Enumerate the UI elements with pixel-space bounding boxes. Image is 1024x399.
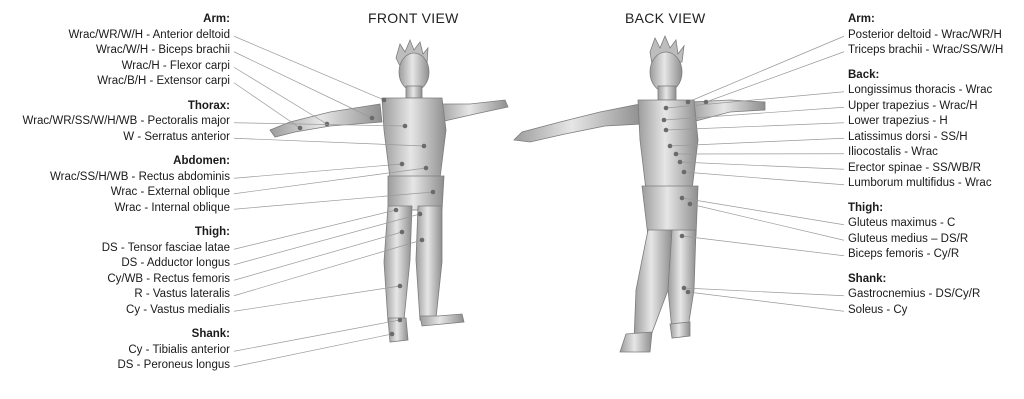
back_groups-muscle-label: Lumborum multifidus - Wrac — [848, 176, 1003, 192]
muscle-marker-dot — [424, 166, 429, 171]
front_groups-muscle-label: DS - Peroneus longus — [23, 358, 230, 374]
leader-line — [234, 334, 392, 367]
leader-line — [680, 162, 844, 169]
back-body-model — [514, 36, 765, 352]
leader-line — [234, 67, 327, 124]
back_groups-muscle-label: Soleus - Cy — [848, 303, 1003, 319]
back_groups-muscle-label: Iliocostalis - Wrac — [848, 145, 1003, 161]
back_groups-muscle-label: Upper trapezius - Wrac/H — [848, 99, 1003, 115]
muscle-marker-dot — [398, 318, 403, 323]
front_groups-muscle-label: Wrac/W/H - Biceps brachii — [23, 43, 230, 59]
muscle-marker-dot — [664, 106, 669, 111]
back_groups-muscle-label: Posterior deltoid - Wrac/WR/H — [848, 28, 1003, 44]
muscle-marker-dot — [390, 332, 395, 337]
back_groups-group-title-thigh: Thigh: — [848, 201, 1003, 217]
muscle-marker-dot — [431, 190, 436, 195]
front-view-title: FRONT VIEW — [368, 10, 459, 26]
leader-line — [688, 36, 844, 102]
front_groups-muscle-label: Cy - Vastus medialis — [23, 303, 230, 319]
leader-line — [234, 286, 400, 311]
back_groups-muscle-label: Gluteus medius – DS/R — [848, 232, 1003, 248]
muscle-marker-dot — [704, 100, 709, 105]
leader-line — [234, 83, 300, 128]
leader-line — [234, 320, 400, 351]
muscle-marker-dot — [400, 230, 405, 235]
muscle-marker-dot — [420, 238, 425, 243]
back_groups-muscle-label: Gastrocnemius - DS/Cy/R — [848, 287, 1003, 303]
leader-line — [690, 204, 844, 240]
back_groups-muscle-label: Lower trapezius - H — [848, 114, 1003, 130]
front_groups-group-title-thorax: Thorax: — [23, 99, 230, 115]
front_groups-muscle-label: Wrac/B/H - Extensor carpi — [23, 74, 230, 90]
back_groups-group-title-arm: Arm: — [848, 12, 1003, 28]
front_groups-muscle-label: Wrac/H - Flexor carpi — [23, 59, 230, 75]
front_groups-group-title-arm: Arm: — [23, 12, 230, 28]
muscle-marker-dot — [394, 208, 399, 213]
front_groups-muscle-label: Wrac - External oblique — [23, 185, 230, 201]
front_groups-group-title-thigh: Thigh: — [23, 225, 230, 241]
leader-line — [684, 172, 844, 185]
back_groups-muscle-label: Longissimus thoracis - Wrac — [848, 83, 1003, 99]
back_groups-muscle-label: Erector spinae - SS/WB/R — [848, 161, 1003, 177]
front_groups-muscle-label: Cy - Tibialis anterior — [23, 343, 230, 359]
muscle-marker-dot — [682, 286, 687, 291]
front_groups-muscle-label: Wrac/SS/H/WB - Rectus abdominis — [23, 170, 230, 186]
front_groups-muscle-label: Wrac - Internal oblique — [23, 201, 230, 217]
back_groups-muscle-label: Triceps brachii - Wrac/SS/W/H — [848, 43, 1003, 59]
muscle-marker-dot — [398, 284, 403, 289]
front_groups-group-title-abdomen: Abdomen: — [23, 154, 230, 170]
front_groups-muscle-label: Wrac/WR/W/H - Anterior deltoid — [23, 28, 230, 44]
muscle-marker-dot — [298, 126, 303, 131]
front_groups-muscle-label: Wrac/WR/SS/W/H/WB - Pectoralis major — [23, 114, 230, 130]
front_groups-muscle-label: Cy/WB - Rectus femoris — [23, 272, 230, 288]
muscle-marker-dot — [325, 122, 330, 127]
muscle-marker-dot — [400, 162, 405, 167]
leader-line — [234, 210, 396, 249]
muscle-marker-dot — [382, 98, 387, 103]
muscle-marker-dot — [418, 212, 423, 217]
front-body-model — [270, 40, 508, 342]
leader-line — [682, 198, 844, 225]
leader-line — [682, 236, 844, 256]
muscle-marker-dot — [674, 152, 679, 157]
back_groups-muscle-label: Latissimus dorsi - SS/H — [848, 130, 1003, 146]
muscle-marker-dot — [686, 100, 691, 105]
front_groups-muscle-label: W - Serratus anterior — [23, 130, 230, 146]
muscle-marker-dot — [686, 290, 691, 295]
leader-line — [234, 164, 402, 178]
back_groups-group-title-shank: Shank: — [848, 272, 1003, 288]
back_groups-group-title-back: Back: — [848, 68, 1003, 84]
back_groups-muscle-label: Biceps femoris - Cy/R — [848, 247, 1003, 263]
muscle-marker-dot — [680, 234, 685, 239]
front_groups-muscle-label: R - Vastus lateralis — [23, 287, 230, 303]
muscle-marker-dot — [678, 160, 683, 165]
front_groups-muscle-label: DS - Tensor fasciae latae — [23, 241, 230, 257]
muscle-marker-dot — [370, 116, 375, 121]
leader-line — [234, 52, 372, 118]
back-view-title: BACK VIEW — [625, 10, 706, 26]
muscle-marker-dot — [664, 128, 669, 133]
muscle-marker-dot — [662, 118, 667, 123]
muscle-marker-dot — [668, 144, 673, 149]
muscle-marker-dot — [403, 124, 408, 129]
muscle-marker-dot — [680, 196, 685, 201]
leader-line — [706, 52, 844, 102]
front_groups-group-title-shank: Shank: — [23, 327, 230, 343]
muscle-marker-dot — [682, 170, 687, 175]
back_groups-muscle-label: Gluteus maximus - C — [848, 216, 1003, 232]
leader-line — [234, 36, 384, 100]
leader-line — [234, 232, 402, 280]
front_groups-muscle-label: DS - Adductor longus — [23, 256, 230, 272]
muscle-marker-dot — [688, 202, 693, 207]
muscle-marker-dot — [422, 144, 427, 149]
